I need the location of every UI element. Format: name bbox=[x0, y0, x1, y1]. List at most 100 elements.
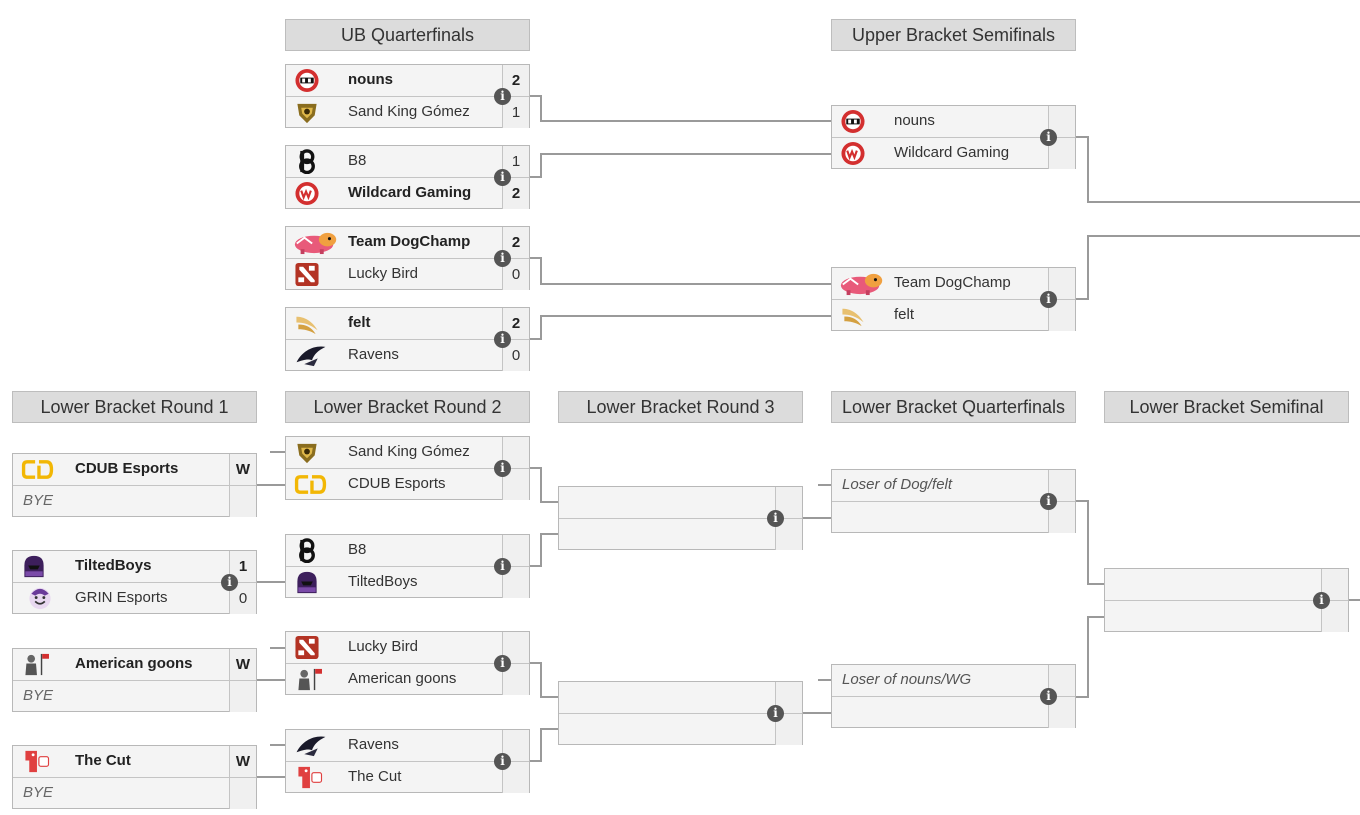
team-name: The Cut bbox=[75, 752, 131, 769]
match-info-icon[interactable]: i bbox=[494, 169, 511, 186]
dota-logo-icon bbox=[295, 262, 319, 287]
match-info-icon[interactable]: i bbox=[221, 574, 238, 591]
match-info-icon[interactable]: i bbox=[1040, 493, 1057, 510]
match-lbr2-1[interactable]: Sand King Gómez CDUB Esports i bbox=[285, 436, 530, 500]
team-row[interactable]: felt bbox=[832, 300, 1075, 331]
match-lbqf-1[interactable]: Loser of Dog/felt i bbox=[831, 469, 1076, 533]
team-row[interactable]: CDUB Esports W bbox=[13, 454, 256, 486]
team-name: nouns bbox=[348, 71, 393, 88]
ravens-logo-icon bbox=[296, 346, 326, 367]
team-row[interactable]: Lucky Bird 0 bbox=[286, 259, 529, 290]
team-score: W bbox=[229, 746, 256, 777]
team-row[interactable]: American goons bbox=[286, 664, 529, 695]
team-row[interactable] bbox=[1105, 601, 1348, 632]
team-row[interactable]: Lucky Bird bbox=[286, 632, 529, 664]
match-info-icon[interactable]: i bbox=[767, 510, 784, 527]
match-ubqf-2[interactable]: B8 1 Wildcard Gaming 2 i bbox=[285, 145, 530, 209]
team-name: nouns bbox=[894, 112, 935, 129]
team-row[interactable] bbox=[559, 714, 802, 745]
match-info-icon[interactable]: i bbox=[767, 705, 784, 722]
team-name: Wildcard Gaming bbox=[348, 184, 472, 201]
team-row[interactable]: BYE bbox=[13, 778, 256, 809]
team-score bbox=[229, 778, 256, 809]
match-lbsf-1[interactable]: i bbox=[1104, 568, 1349, 632]
team-row[interactable]: B8 1 bbox=[286, 146, 529, 178]
team-score bbox=[229, 681, 256, 712]
team-row[interactable]: Loser of nouns/WG bbox=[832, 665, 1075, 697]
team-row[interactable]: TiltedBoys 1 bbox=[13, 551, 256, 583]
american-goons-logo-icon bbox=[25, 653, 49, 676]
team-name: Loser of Dog/felt bbox=[842, 476, 953, 493]
team-row[interactable]: American goons W bbox=[13, 649, 256, 681]
team-row[interactable]: BYE bbox=[13, 681, 256, 712]
match-info-icon[interactable]: i bbox=[1040, 291, 1057, 308]
match-ubqf-3[interactable]: Team DogChamp 2 Lucky Bird 0 i bbox=[285, 226, 530, 290]
team-row[interactable]: Team DogChamp 2 bbox=[286, 227, 529, 259]
team-row[interactable]: Wildcard Gaming bbox=[832, 138, 1075, 169]
team-row[interactable] bbox=[832, 697, 1075, 728]
team-row[interactable]: Sand King Gómez bbox=[286, 437, 529, 469]
american-goons-logo-icon bbox=[298, 668, 322, 691]
team-row[interactable]: Loser of Dog/felt bbox=[832, 470, 1075, 502]
team-row[interactable]: Wildcard Gaming 2 bbox=[286, 178, 529, 209]
match-ubsf-2[interactable]: Team DogChamp felt i bbox=[831, 267, 1076, 331]
match-info-icon[interactable]: i bbox=[494, 655, 511, 672]
match-lbr1-4[interactable]: The Cut W BYE bbox=[12, 745, 257, 809]
team-row[interactable]: The Cut W bbox=[13, 746, 256, 778]
match-lbr1-1[interactable]: CDUB Esports W BYE bbox=[12, 453, 257, 517]
team-name: Loser of nouns/WG bbox=[842, 671, 972, 688]
match-info-icon[interactable]: i bbox=[1040, 129, 1057, 146]
dogchamp-logo-icon bbox=[840, 273, 883, 296]
team-row[interactable] bbox=[832, 502, 1075, 533]
team-name: TiltedBoys bbox=[348, 573, 418, 590]
team-row[interactable]: TiltedBoys bbox=[286, 567, 529, 598]
match-lbqf-2[interactable]: Loser of nouns/WG i bbox=[831, 664, 1076, 728]
team-row[interactable]: felt 2 bbox=[286, 308, 529, 340]
team-name: felt bbox=[348, 314, 371, 331]
team-row[interactable]: CDUB Esports bbox=[286, 469, 529, 500]
match-ubqf-4[interactable]: felt 2 Ravens 0 i bbox=[285, 307, 530, 371]
match-lbr3-1[interactable]: i bbox=[558, 486, 803, 550]
match-ubsf-1[interactable]: nouns Wildcard Gaming i bbox=[831, 105, 1076, 169]
team-row[interactable]: Sand King Gómez 1 bbox=[286, 97, 529, 128]
team-name: B8 bbox=[348, 152, 367, 169]
match-info-icon[interactable]: i bbox=[494, 88, 511, 105]
team-name: Team DogChamp bbox=[894, 274, 1011, 291]
team-row[interactable] bbox=[559, 519, 802, 550]
team-name: Sand King Gómez bbox=[348, 103, 470, 120]
match-lbr3-2[interactable]: i bbox=[558, 681, 803, 745]
team-row[interactable]: B8 bbox=[286, 535, 529, 567]
header-lb-round-2: Lower Bracket Round 2 bbox=[285, 391, 530, 423]
match-lbr2-2[interactable]: B8 TiltedBoys i bbox=[285, 534, 530, 598]
sand-king-logo-icon bbox=[297, 103, 317, 124]
cdub-logo-icon bbox=[21, 460, 54, 479]
match-info-icon[interactable]: i bbox=[494, 558, 511, 575]
team-row[interactable] bbox=[559, 487, 802, 519]
team-row[interactable]: BYE bbox=[13, 486, 256, 517]
match-lbr1-2[interactable]: TiltedBoys 1 GRIN Esports 0 i bbox=[12, 550, 257, 614]
team-row[interactable]: Ravens bbox=[286, 730, 529, 762]
team-row[interactable]: GRIN Esports 0 bbox=[13, 583, 256, 614]
match-lbr2-3[interactable]: Lucky Bird American goons i bbox=[285, 631, 530, 695]
match-lbr2-4[interactable]: Ravens The Cut i bbox=[285, 729, 530, 793]
match-info-icon[interactable]: i bbox=[494, 250, 511, 267]
match-info-icon[interactable]: i bbox=[494, 753, 511, 770]
the-cut-logo-icon bbox=[298, 766, 323, 789]
match-ubqf-1[interactable]: nouns 2 Sand King Gómez 1 i bbox=[285, 64, 530, 128]
header-ub-semifinals: Upper Bracket Semifinals bbox=[831, 19, 1076, 51]
match-info-icon[interactable]: i bbox=[1040, 688, 1057, 705]
team-row[interactable] bbox=[559, 682, 802, 714]
team-row[interactable]: nouns bbox=[832, 106, 1075, 138]
team-row[interactable] bbox=[1105, 569, 1348, 601]
team-score: 1 bbox=[502, 146, 529, 177]
team-row[interactable]: Ravens 0 bbox=[286, 340, 529, 371]
match-info-icon[interactable]: i bbox=[494, 460, 511, 477]
match-info-icon[interactable]: i bbox=[1313, 592, 1330, 609]
team-row[interactable]: nouns 2 bbox=[286, 65, 529, 97]
team-score: 0 bbox=[502, 340, 529, 371]
team-row[interactable]: Team DogChamp bbox=[832, 268, 1075, 300]
header-lb-semifinal: Lower Bracket Semifinal bbox=[1104, 391, 1349, 423]
team-row[interactable]: The Cut bbox=[286, 762, 529, 793]
match-lbr1-3[interactable]: American goons W BYE bbox=[12, 648, 257, 712]
match-info-icon[interactable]: i bbox=[494, 331, 511, 348]
